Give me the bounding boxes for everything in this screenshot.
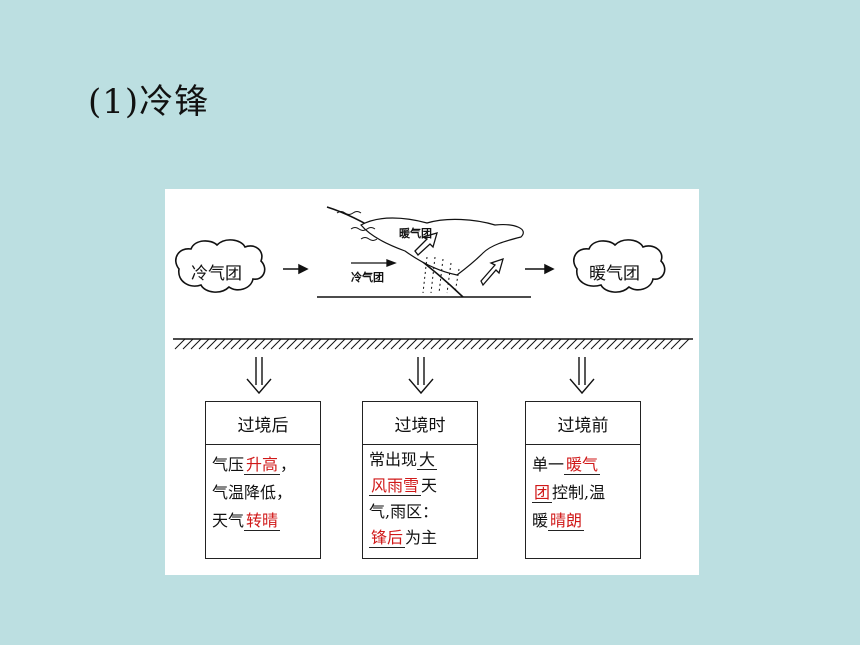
after-text: ， <box>280 455 297 474</box>
before-heading: 过境前 <box>526 402 640 445</box>
before-answer: 团 <box>532 483 553 503</box>
after-answer: 转晴 <box>244 511 281 531</box>
diagram-graphics <box>173 206 693 395</box>
during-answer: 大 <box>417 450 438 470</box>
arrow-right-icon <box>525 263 555 275</box>
inner-cold-label: 冷气团 <box>351 271 384 284</box>
before-answer: 暖气 <box>564 455 601 475</box>
rain-icon <box>422 256 460 294</box>
during-passage-box: 过境时 常出现大 风雨雪天 气,雨区： 锋后为主 <box>362 401 478 559</box>
before-text: 控制,温 <box>552 483 606 502</box>
cold-air-cloud-icon <box>175 239 266 293</box>
during-answer: 风雨雪 <box>369 476 422 496</box>
before-text: 暖 <box>532 511 549 530</box>
warm-air-arrow-icon <box>480 257 504 287</box>
before-answer: 晴朗 <box>548 511 585 531</box>
arrow-right-icon <box>283 263 309 275</box>
after-passage-box: 过境后 气压升高， 气温降低， 天气转晴 <box>205 401 321 559</box>
after-text: 气压 <box>212 455 245 474</box>
before-passage-box: 过境前 单一暖气 团控制,温 暖晴朗 <box>525 401 641 559</box>
cold-front-diagram: 冷气团 暖气团 暖气团 冷气团 过境后 气压升高， 气温降低， 天气转晴 过境时… <box>165 189 699 575</box>
page-title: (1)冷锋 <box>88 82 210 122</box>
frontal-cloud <box>360 217 524 276</box>
after-text: 气温降低， <box>212 483 293 502</box>
warm-air-mass-label: 暖气团 <box>589 264 640 284</box>
after-heading: 过境后 <box>206 402 320 445</box>
double-down-arrow-icon <box>569 357 595 395</box>
during-heading: 过境时 <box>363 402 477 445</box>
warm-air-cloud-icon <box>573 239 666 293</box>
during-text: 常出现 <box>369 450 418 469</box>
before-text: 单一 <box>532 455 565 474</box>
after-answer: 升高 <box>244 455 281 475</box>
hatched-ground <box>174 338 690 350</box>
during-text: 天 <box>421 476 438 495</box>
warm-air-arrow-icon <box>414 232 438 256</box>
cold-air-mass-label: 冷气团 <box>191 264 242 284</box>
inner-warm-label: 暖气团 <box>399 227 432 240</box>
during-text: 为主 <box>405 528 438 547</box>
double-down-arrow-icon <box>408 357 434 395</box>
during-answer: 锋后 <box>369 528 406 548</box>
double-down-arrow-icon <box>246 357 272 395</box>
cold-air-arrow-icon <box>351 259 397 267</box>
after-text: 天气 <box>212 511 245 530</box>
during-text: 气,雨区： <box>369 502 439 521</box>
